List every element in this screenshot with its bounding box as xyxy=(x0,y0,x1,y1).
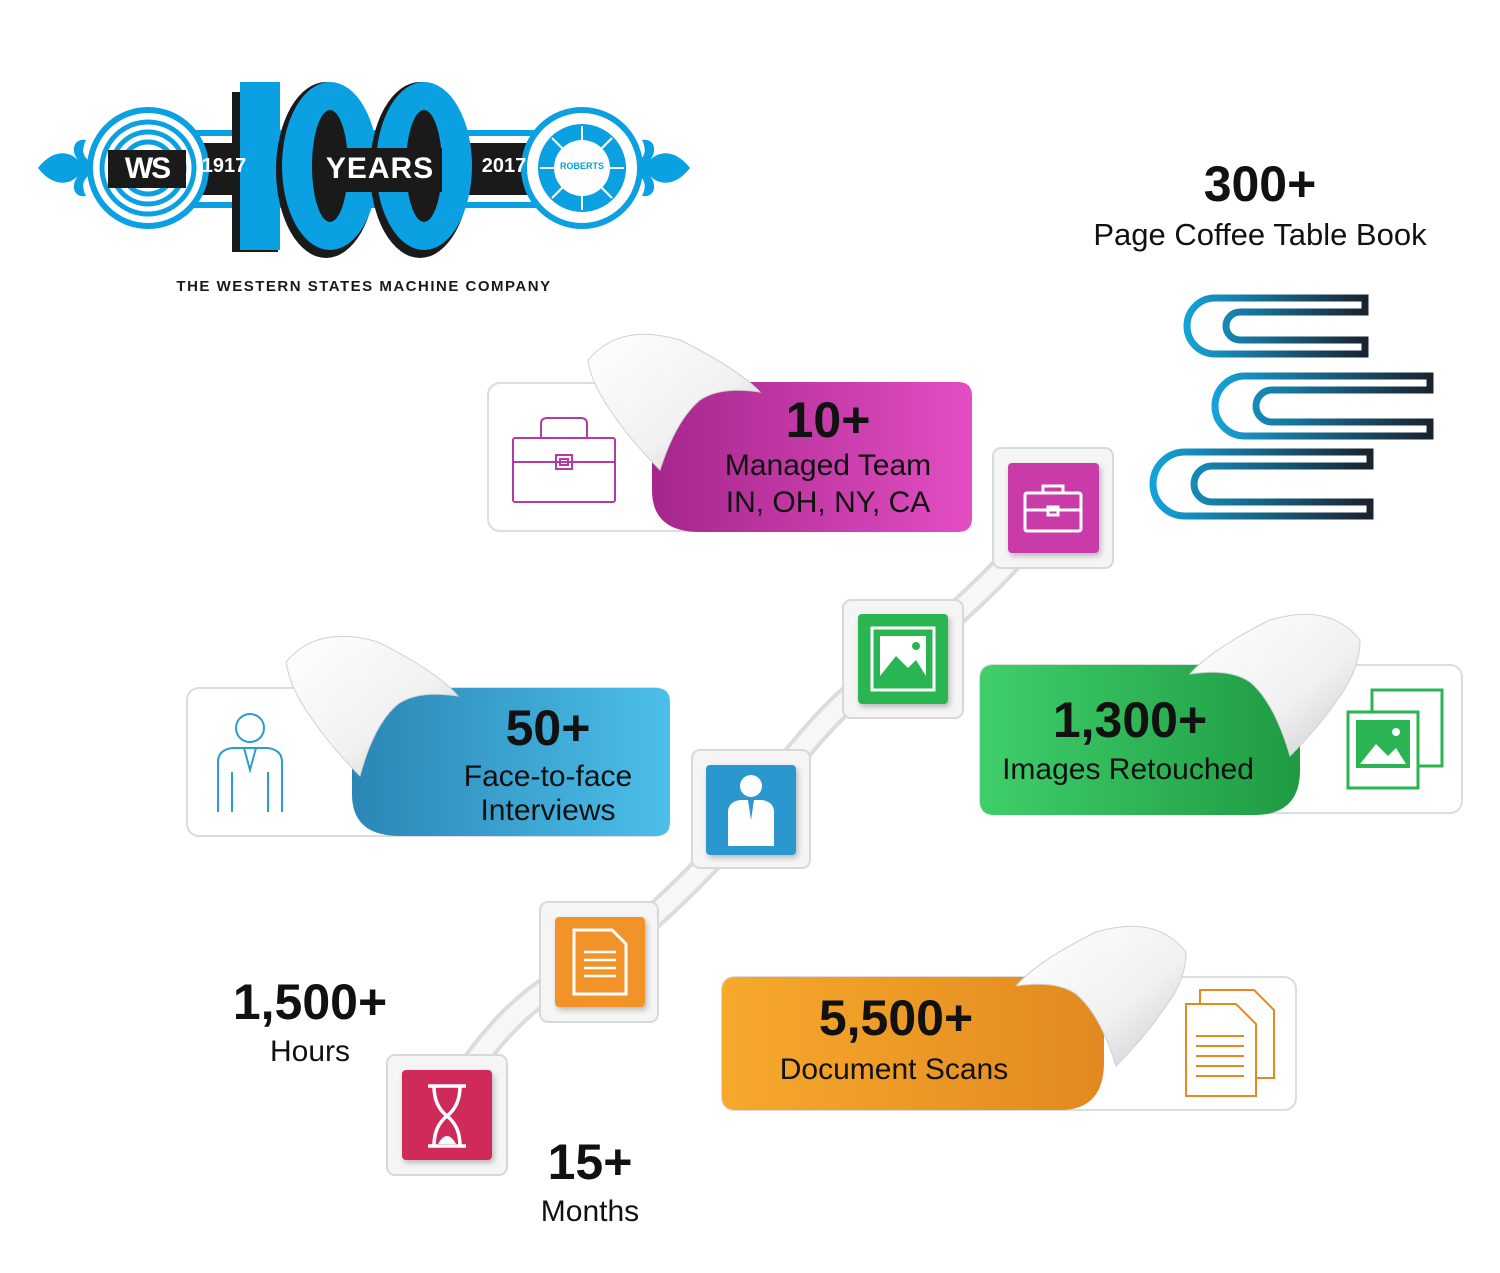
scans-label: Document Scans xyxy=(779,1053,1009,1086)
team-label-line2: IN, OH, NY, CA xyxy=(725,486,931,519)
scans-card xyxy=(721,925,1297,1111)
briefcase-icon xyxy=(512,417,616,503)
logo-years-word: YEARS xyxy=(325,152,435,185)
team-card xyxy=(487,333,972,532)
book-value: 300+ xyxy=(1203,156,1317,212)
images-card xyxy=(979,613,1463,815)
hours-value: 1,500+ xyxy=(232,974,388,1030)
logo xyxy=(38,82,690,258)
interviews-card xyxy=(186,635,670,837)
scans-value: 5,500+ xyxy=(818,990,974,1046)
step-document-tile xyxy=(555,917,645,1007)
document-icon xyxy=(1185,989,1275,1097)
team-label-line1: Managed Team xyxy=(724,449,932,482)
interviews-label-line2: Interviews xyxy=(480,794,616,827)
interviews-label-line1: Face-to-face xyxy=(463,760,633,793)
months-value: 15+ xyxy=(547,1134,633,1190)
image-icon xyxy=(1346,688,1444,790)
interviews-value: 50+ xyxy=(505,700,591,756)
step-image-tile xyxy=(858,614,948,704)
step-person-tile xyxy=(706,765,796,855)
left-ornament xyxy=(38,139,96,197)
logo-company-name: THE WESTERN STATES MACHINE COMPANY xyxy=(176,278,552,295)
team-value: 10+ xyxy=(785,392,871,448)
logo-monogram: WS xyxy=(124,152,171,185)
hours-label: Hours xyxy=(269,1035,351,1068)
logo-year-start: 1917 xyxy=(201,155,247,177)
books-icon xyxy=(1149,294,1434,520)
person-icon xyxy=(217,713,283,812)
images-value: 1,300+ xyxy=(1052,692,1208,748)
images-label: Images Retouched xyxy=(1002,753,1254,786)
step-hourglass-tile xyxy=(402,1070,492,1160)
logo-year-end: 2017 xyxy=(481,155,527,177)
book-label: Page Coffee Table Book xyxy=(1093,217,1427,252)
months-label: Months xyxy=(540,1195,640,1228)
logo-seal-text: ROBERTS xyxy=(559,161,604,171)
step-briefcase-tile xyxy=(1008,463,1099,553)
right-ornament xyxy=(632,139,690,197)
